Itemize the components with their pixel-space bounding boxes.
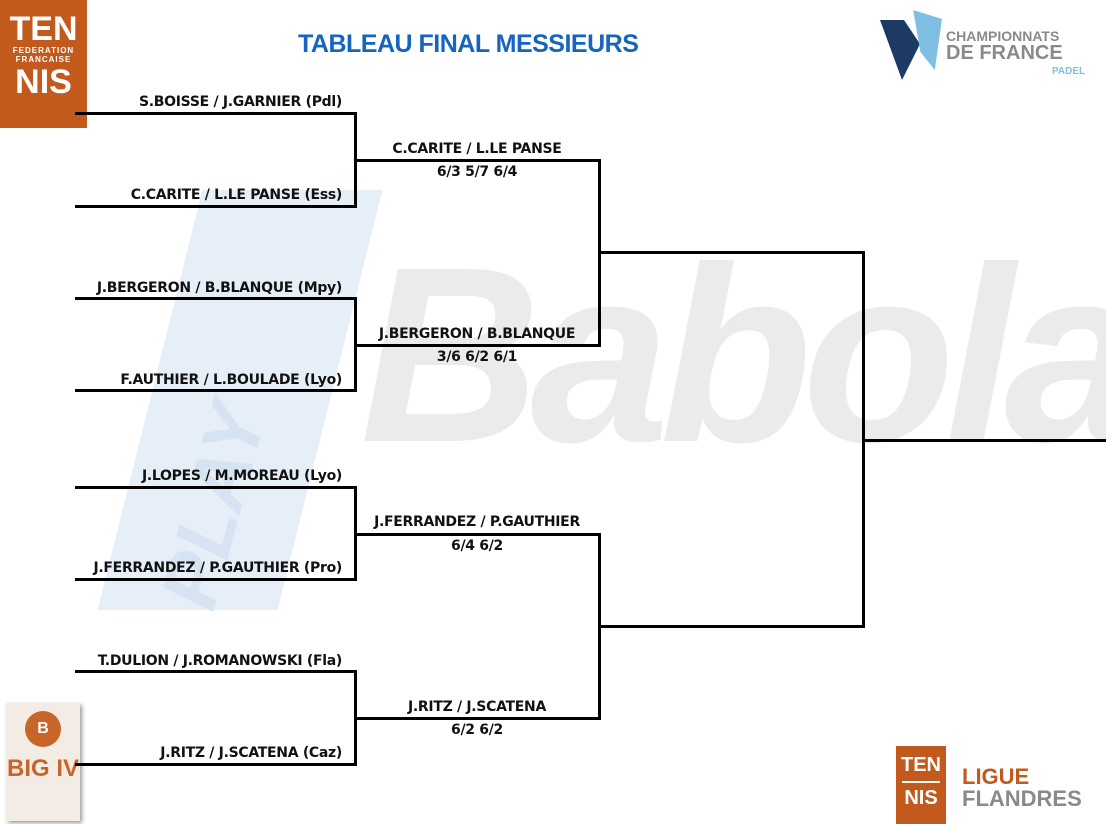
round2-winner: J.FERRANDEZ / P.GAUTHIER <box>374 514 580 530</box>
round2-winner: J.RITZ / J.SCATENA <box>408 699 546 715</box>
round2-score: 3/6 6/2 6/1 <box>436 349 518 365</box>
round2-score: 6/4 6/2 <box>451 538 503 554</box>
ligue-flandres-logo: TEN NIS LIGUE FLANDRES <box>896 746 1106 824</box>
fft-logo: TEN FEDERATION FRANCAISE NIS <box>0 0 87 128</box>
round2-winner: C.CARITE / L.LE PANSE <box>392 141 562 157</box>
round2-winner: J.BERGERON / B.BLANQUE <box>378 326 576 342</box>
page-title: TABLEAU FINAL MESSIEURS <box>298 30 639 58</box>
round1-team: J.FERRANDEZ / P.GAUTHIER (Pro) <box>93 560 342 576</box>
round1-team: C.CARITE / L.LE PANSE (Ess) <box>130 187 343 203</box>
round1-team: T.DULION / J.ROMANOWSKI (Fla) <box>97 653 343 669</box>
babolat-watermark-text: Babolat <box>360 215 1106 494</box>
round1-team: F.AUTHIER / L.BOULADE (Lyo) <box>120 372 342 388</box>
round1-team: J.LOPES / M.MOREAU (Lyo) <box>141 468 342 484</box>
round2-score: 6/2 6/2 <box>451 722 503 738</box>
championnats-de-france-padel-logo: CHAMPIONNATS DE FRANCE PADEL <box>876 6 1094 80</box>
round1-team: S.BOISSE / J.GARNIER (Pdl) <box>138 94 342 110</box>
big-iv-logo: B BIG IV <box>6 703 80 821</box>
round1-team: J.RITZ / J.SCATENA (Caz) <box>160 745 342 761</box>
round1-team: J.BERGERON / B.BLANQUE (Mpy) <box>96 280 342 296</box>
round2-score: 6/3 5/7 6/4 <box>436 164 518 180</box>
